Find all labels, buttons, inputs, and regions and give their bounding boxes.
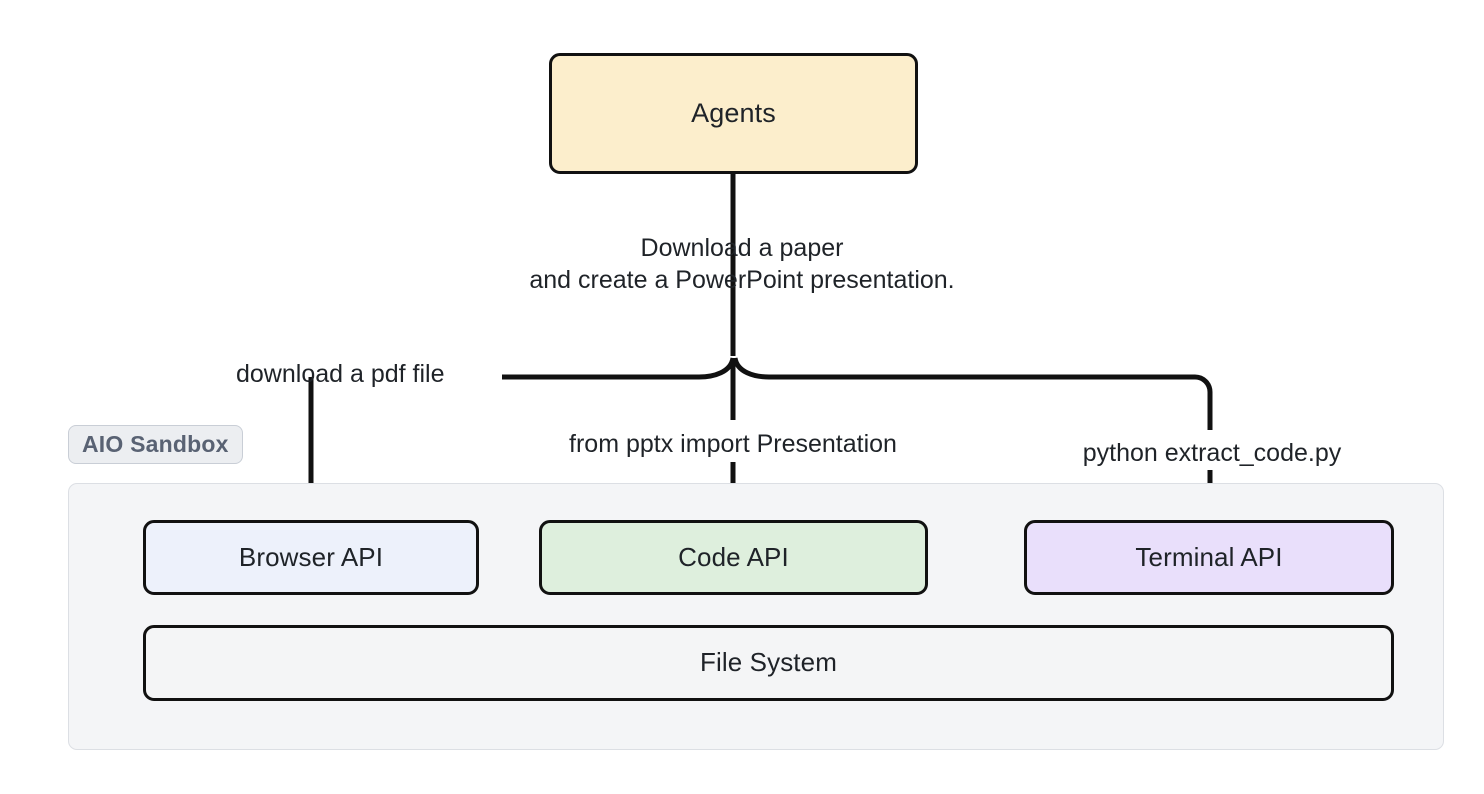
sandbox-badge: AIO Sandbox: [68, 425, 243, 465]
node-browser-api-label: Browser API: [238, 541, 384, 572]
edge-junction-left-fillet: [502, 357, 736, 380]
edge-label-extract-code: python extract_code.py: [1082, 439, 1342, 467]
node-browser-api[interactable]: Browser API: [143, 520, 479, 595]
node-code-api-label: Code API: [678, 541, 789, 572]
edge-right-elbow: [1194, 374, 1213, 430]
node-file-system[interactable]: File System: [143, 625, 1394, 701]
edge-label-pptx-import: from pptx import Presentation: [569, 430, 897, 458]
node-code-api[interactable]: Code API: [539, 520, 928, 595]
edge-junction-right-fillet: [732, 357, 1195, 380]
edge-label-agents-task: Download a paper and create a PowerPoint…: [529, 234, 955, 294]
node-agents-label: Agents: [691, 98, 776, 129]
node-file-system-label: File System: [700, 647, 837, 678]
node-terminal-api-label: Terminal API: [1135, 541, 1283, 572]
node-terminal-api[interactable]: Terminal API: [1024, 520, 1394, 595]
edge-label-download-pdf: download a pdf file: [236, 360, 445, 388]
node-agents[interactable]: Agents: [549, 53, 918, 174]
